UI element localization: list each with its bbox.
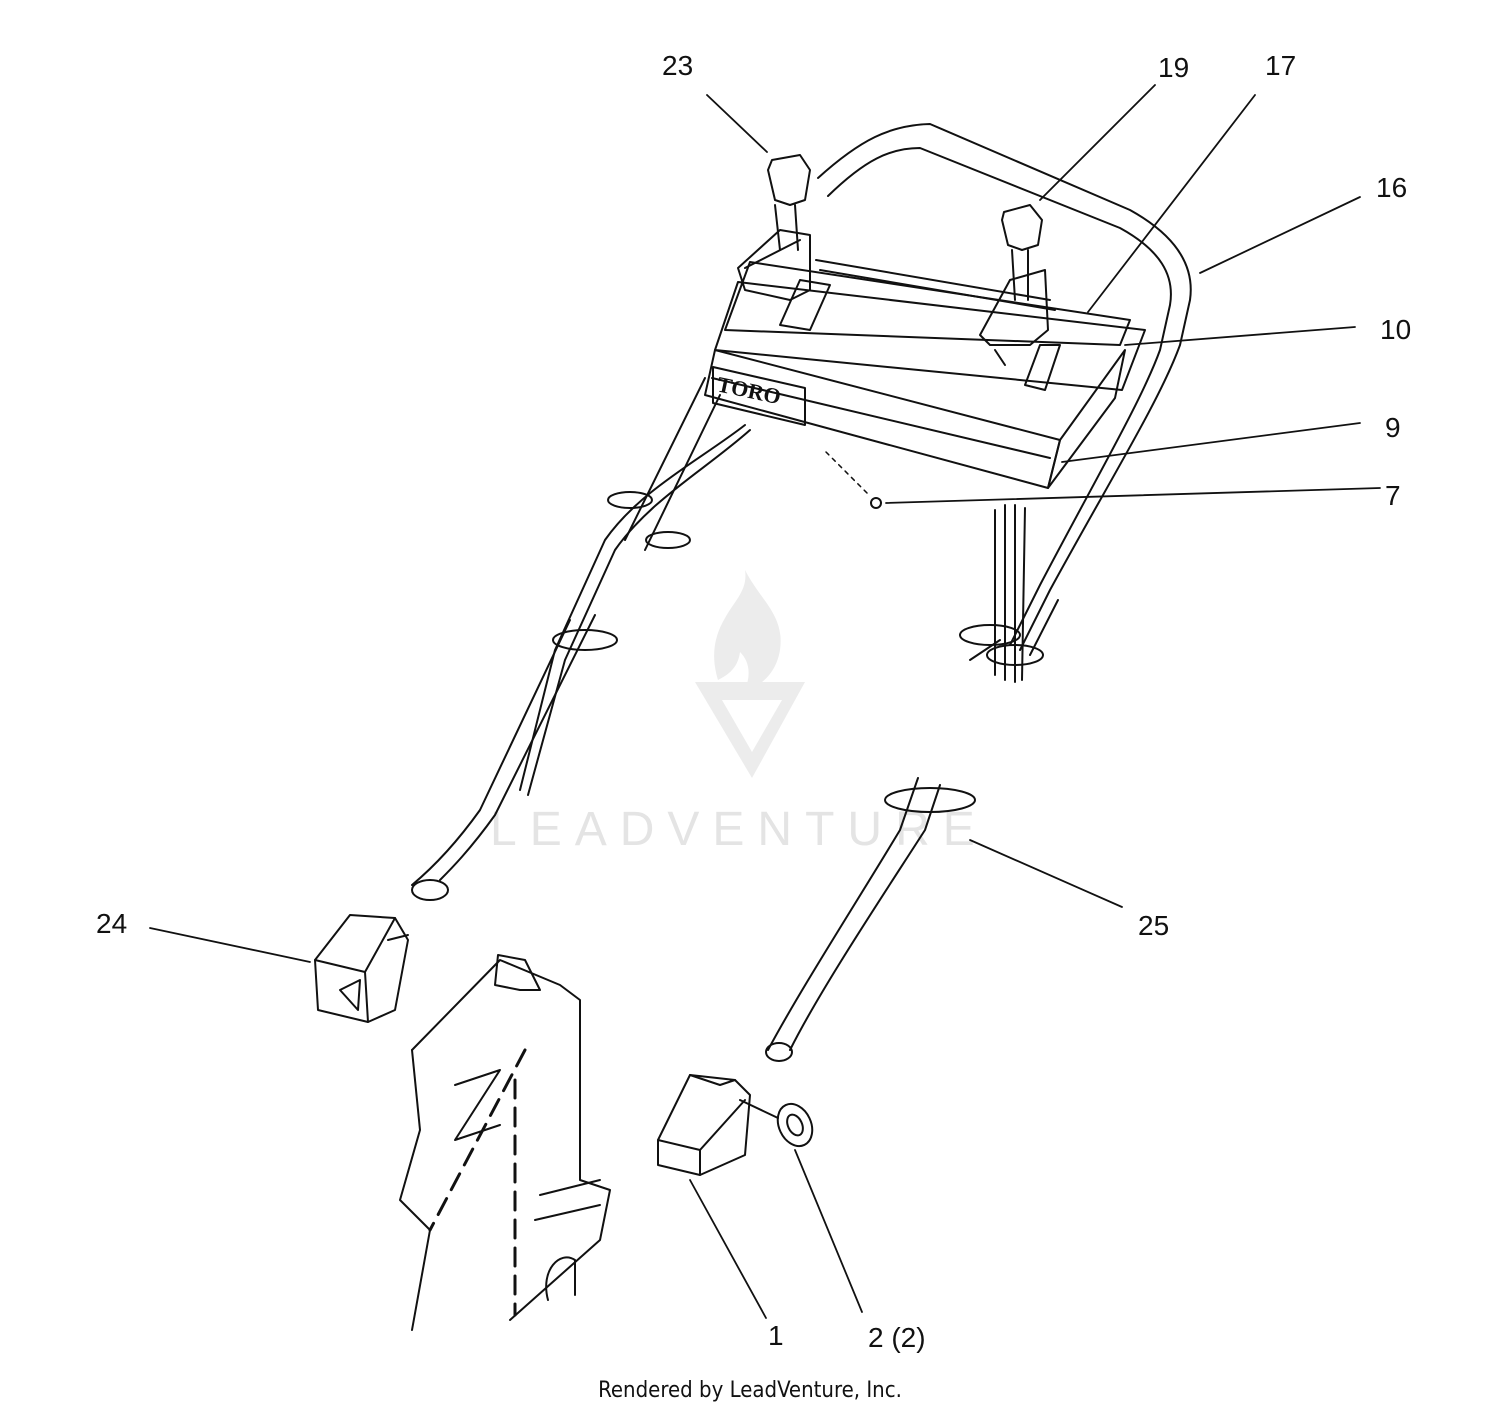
callout-23: 23 [662,50,694,81]
knob-part-2 [739,1099,814,1148]
leader-lines [149,84,1381,1319]
lever-part-23 [737,154,811,301]
deck-fragment [399,954,611,1331]
callout-1: 1 [768,1320,784,1351]
front-panel-part-9 [704,349,1126,489]
callout-7: 7 [1385,480,1401,511]
callout-25: 25 [1138,910,1170,941]
callout-2: 2 (2) [868,1322,926,1353]
toro-decal: TORO [715,371,783,409]
callout-24: 24 [96,908,128,939]
upper-handle-part-16 [817,123,1192,683]
control-panel-part-10 [714,259,1146,391]
callout-16: 16 [1376,172,1408,203]
callout-17: 17 [1265,50,1297,81]
left-handle-tube [411,377,751,901]
watermark-text: LEADVENTURE [490,803,988,856]
bracket-part-24 [314,914,409,1023]
callout-19: 19 [1158,52,1190,83]
footer-credit: Rendered by LeadVenture, Inc. [598,1378,902,1403]
callout-10: 10 [1380,314,1412,345]
lever-part-19 [979,204,1049,366]
lower-tube-part-25 [765,777,976,1062]
bracket-part-1 [657,1074,751,1176]
callout-9: 9 [1385,412,1401,443]
screw-part-7 [825,451,882,509]
